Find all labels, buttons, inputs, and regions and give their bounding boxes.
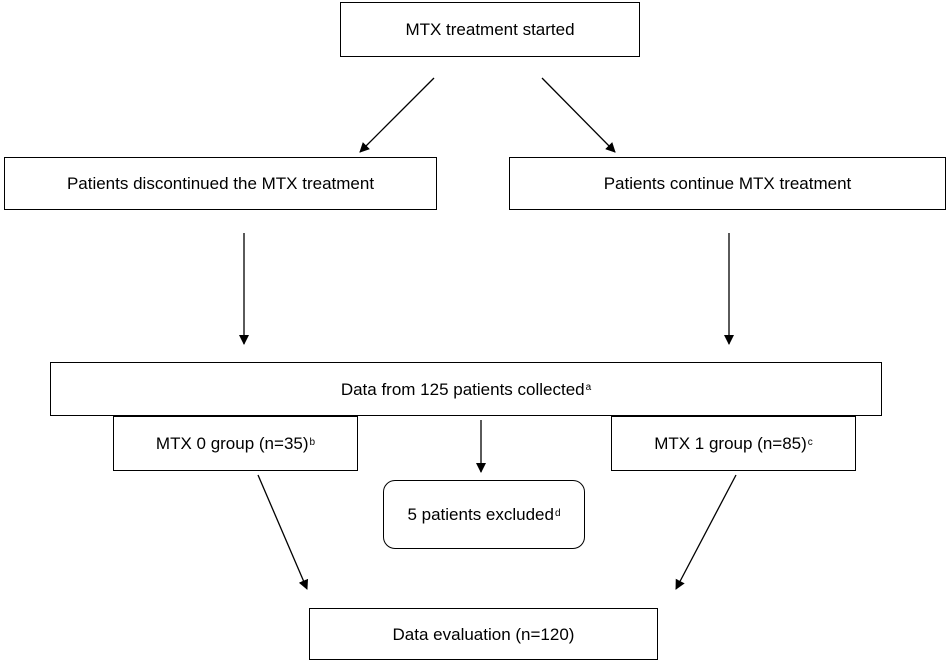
arrow-mtx0-to-evaluation <box>257 474 309 590</box>
node-label: MTX 1 group (n=85) <box>654 434 807 453</box>
node-label: 5 patients excluded <box>407 505 554 524</box>
node-patients-discontinued: Patients discontinued the MTX treatment <box>4 157 437 210</box>
node-label: Data from 125 patients collected <box>340 379 585 399</box>
arrow-start-to-discontinued <box>359 77 435 153</box>
node-label: MTX treatment started <box>405 20 575 39</box>
arrow-start-to-continued <box>541 77 616 153</box>
node-label: Data evaluation (n=120) <box>392 624 575 644</box>
node-patients-continue: Patients continue MTX treatment <box>509 157 946 210</box>
node-mtx1-group: MTX 1 group (n=85)c <box>611 416 856 471</box>
arrow-mtx1-to-evaluation <box>675 474 737 590</box>
node-label: MTX 0 group (n=35) <box>155 434 309 453</box>
node-label: Patients discontinued the MTX treatment <box>66 174 375 193</box>
node-mtx0-group: MTX 0 group (n=35)b <box>113 416 358 471</box>
node-mtx-treatment-started: MTX treatment started <box>340 2 640 57</box>
node-label: Patients continue MTX treatment <box>603 174 852 193</box>
node-data-evaluation: Data evaluation (n=120) <box>309 608 658 660</box>
